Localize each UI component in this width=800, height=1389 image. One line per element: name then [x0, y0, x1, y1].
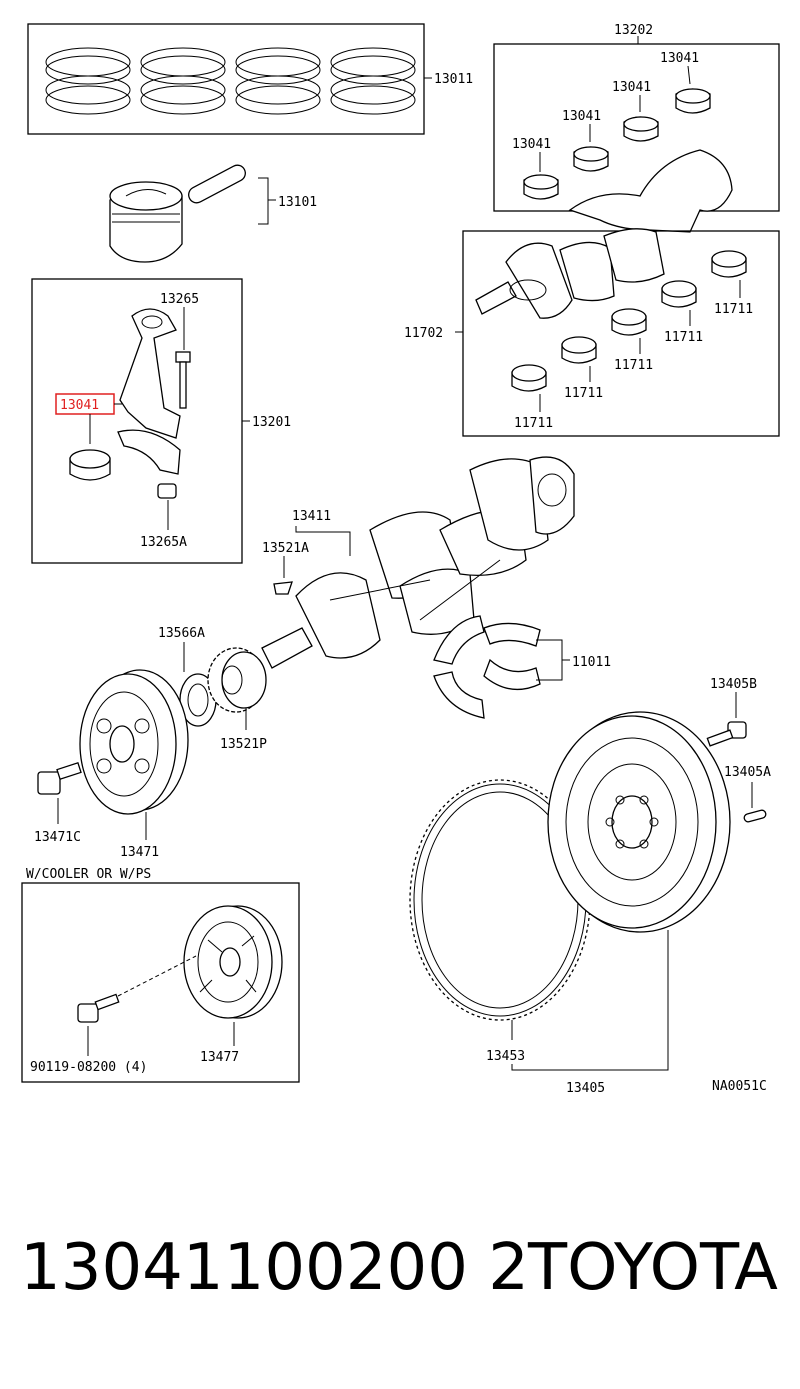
pulley-bolt-icon: [37, 762, 82, 795]
label-13201: 13201: [252, 415, 291, 430]
label-13265: 13265: [160, 292, 199, 307]
flywheel-group: 13405 13405B 13405A: [511, 677, 771, 1096]
thrust-washer-group: 11011: [433, 615, 611, 719]
part-number: 13041100200 2: [20, 1231, 529, 1305]
option-box-title: W/COOLER OR W/PS: [26, 867, 151, 882]
option-box: [21, 882, 300, 1083]
label-13101: 13101: [278, 195, 317, 210]
flywheel-icon: [547, 711, 731, 933]
label-11711-e: 11711: [514, 416, 553, 431]
crankshaft-small-icon: [475, 228, 665, 319]
label-13453: 13453: [486, 1049, 525, 1064]
label-13521A: 13521A: [262, 541, 309, 556]
flywheel-bolt-icon: [706, 721, 747, 747]
diagram-code: NA0051C: [712, 1079, 767, 1094]
piston-rings-box: [27, 23, 425, 135]
option-group: W/COOLER OR W/PS 13477 90119-08200 (4): [21, 867, 300, 1083]
crankshaft-group: 13411 13521A: [261, 456, 575, 669]
label-13041-highlighted: 13041: [60, 398, 99, 413]
label-11011: 11011: [572, 655, 611, 670]
label-13405: 13405: [566, 1081, 605, 1096]
main-bearing-group: 13202 13041 13041 13041 13041: [493, 23, 780, 233]
label-13011: 13011: [434, 72, 473, 87]
brand-name: TOYOTA: [528, 1231, 778, 1305]
bearing-shell-icon: [675, 88, 711, 114]
label-11711-a: 11711: [714, 302, 753, 317]
pulley-option-icon: [183, 905, 283, 1019]
crank-bearing-group: 11702 11711 11711 11711 11711: [404, 228, 780, 437]
con-rod-group: 13201 13265 13041 13265A: [31, 278, 291, 564]
bearing-shell-icon: [523, 174, 559, 200]
ring-set: [45, 47, 416, 115]
timing-gear-group: 13566A 13521P: [158, 626, 267, 752]
label-13471C: 13471C: [34, 830, 81, 845]
label-13041-b: 13041: [612, 80, 651, 95]
nut-icon: [157, 483, 177, 499]
gear-icon: [207, 647, 267, 713]
bearing-shell-icon: [561, 336, 597, 364]
connecting-rod-icon: [117, 308, 181, 475]
label-11702: 11702: [404, 326, 443, 341]
label-13471: 13471: [120, 845, 159, 860]
label-11711-b: 11711: [664, 330, 703, 345]
pulley-icon: [79, 669, 189, 815]
label-13265A: 13265A: [140, 535, 187, 550]
label-13405B: 13405B: [710, 677, 757, 692]
piston-group: 13101: [109, 164, 317, 263]
dowel-pin-icon: [743, 809, 767, 823]
label-11711-c: 11711: [614, 358, 653, 373]
bearing-shell-icon: [711, 250, 747, 278]
bearing-shell-icon: [69, 449, 111, 481]
crankshaft-icon: [261, 456, 575, 669]
pulley-group: 13471 13471C: [34, 669, 189, 860]
label-13477: 13477: [200, 1050, 239, 1065]
bearing-shell-icon: [661, 280, 697, 308]
bearing-shell-icon: [611, 308, 647, 336]
label-13521P: 13521P: [220, 737, 267, 752]
label-13041-a: 13041: [660, 51, 699, 66]
key-icon: [273, 581, 293, 595]
label-13202: 13202: [614, 23, 653, 38]
piston-rings-group: 13011: [27, 23, 473, 135]
rod-cap-icon: [117, 429, 181, 475]
label-13041-c: 13041: [562, 109, 601, 124]
label-13405A: 13405A: [724, 765, 771, 780]
label-13566A: 13566A: [158, 626, 205, 641]
label-11711-d: 11711: [564, 386, 603, 401]
label-90119-08200: 90119-08200 (4): [30, 1060, 147, 1075]
label-13041-d: 13041: [512, 137, 551, 152]
piston-pin-icon: [188, 164, 246, 204]
bolt-icon: [175, 351, 191, 409]
label-13411: 13411: [292, 509, 331, 524]
option-bolt-icon: [77, 993, 120, 1023]
bearing-shell-icon: [573, 146, 609, 172]
bearing-shell-icon: [511, 364, 547, 392]
bearing-shell-icon: [623, 116, 659, 142]
